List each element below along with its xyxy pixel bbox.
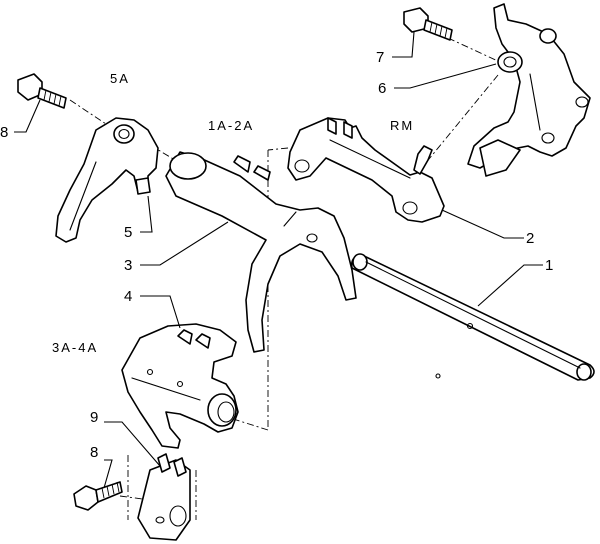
callout-1: 1: [545, 257, 553, 274]
callout-7: 7: [376, 49, 384, 66]
callout-4: 4: [124, 288, 132, 305]
shift-fork-1-2: [165, 151, 357, 353]
reverse-lever: [467, 3, 591, 177]
callout-8-upper: 8: [0, 124, 8, 141]
assembly-axes: [69, 37, 501, 520]
bolt-8-lower: [73, 481, 123, 511]
label-rm: RM: [390, 118, 414, 133]
callout-9: 9: [90, 409, 98, 426]
callout-3: 3: [124, 257, 132, 274]
bolt-8-upper: [17, 73, 67, 109]
callout-2: 2: [526, 230, 534, 247]
callout-8-lower: 8: [90, 444, 98, 461]
label-1a-2a: 1A-2A: [208, 118, 254, 133]
shift-fork-5: [55, 117, 159, 243]
rail-shaft: [350, 253, 595, 381]
label-3a-4a: 3A-4A: [52, 340, 98, 355]
shift-fork-3-4: [121, 323, 239, 449]
label-5a: 5A: [110, 71, 130, 86]
callout-numbers: 1 2 3 4 5 6 7 8 8 9: [0, 49, 553, 461]
leader-lines: [14, 31, 543, 489]
bolt-7: [403, 7, 453, 41]
selector-block: [137, 453, 191, 541]
group-labels: 5A 1A-2A RM 3A-4A: [52, 71, 414, 355]
callout-5: 5: [124, 224, 132, 241]
reverse-bracket: [287, 117, 445, 223]
callout-6: 6: [378, 80, 386, 97]
